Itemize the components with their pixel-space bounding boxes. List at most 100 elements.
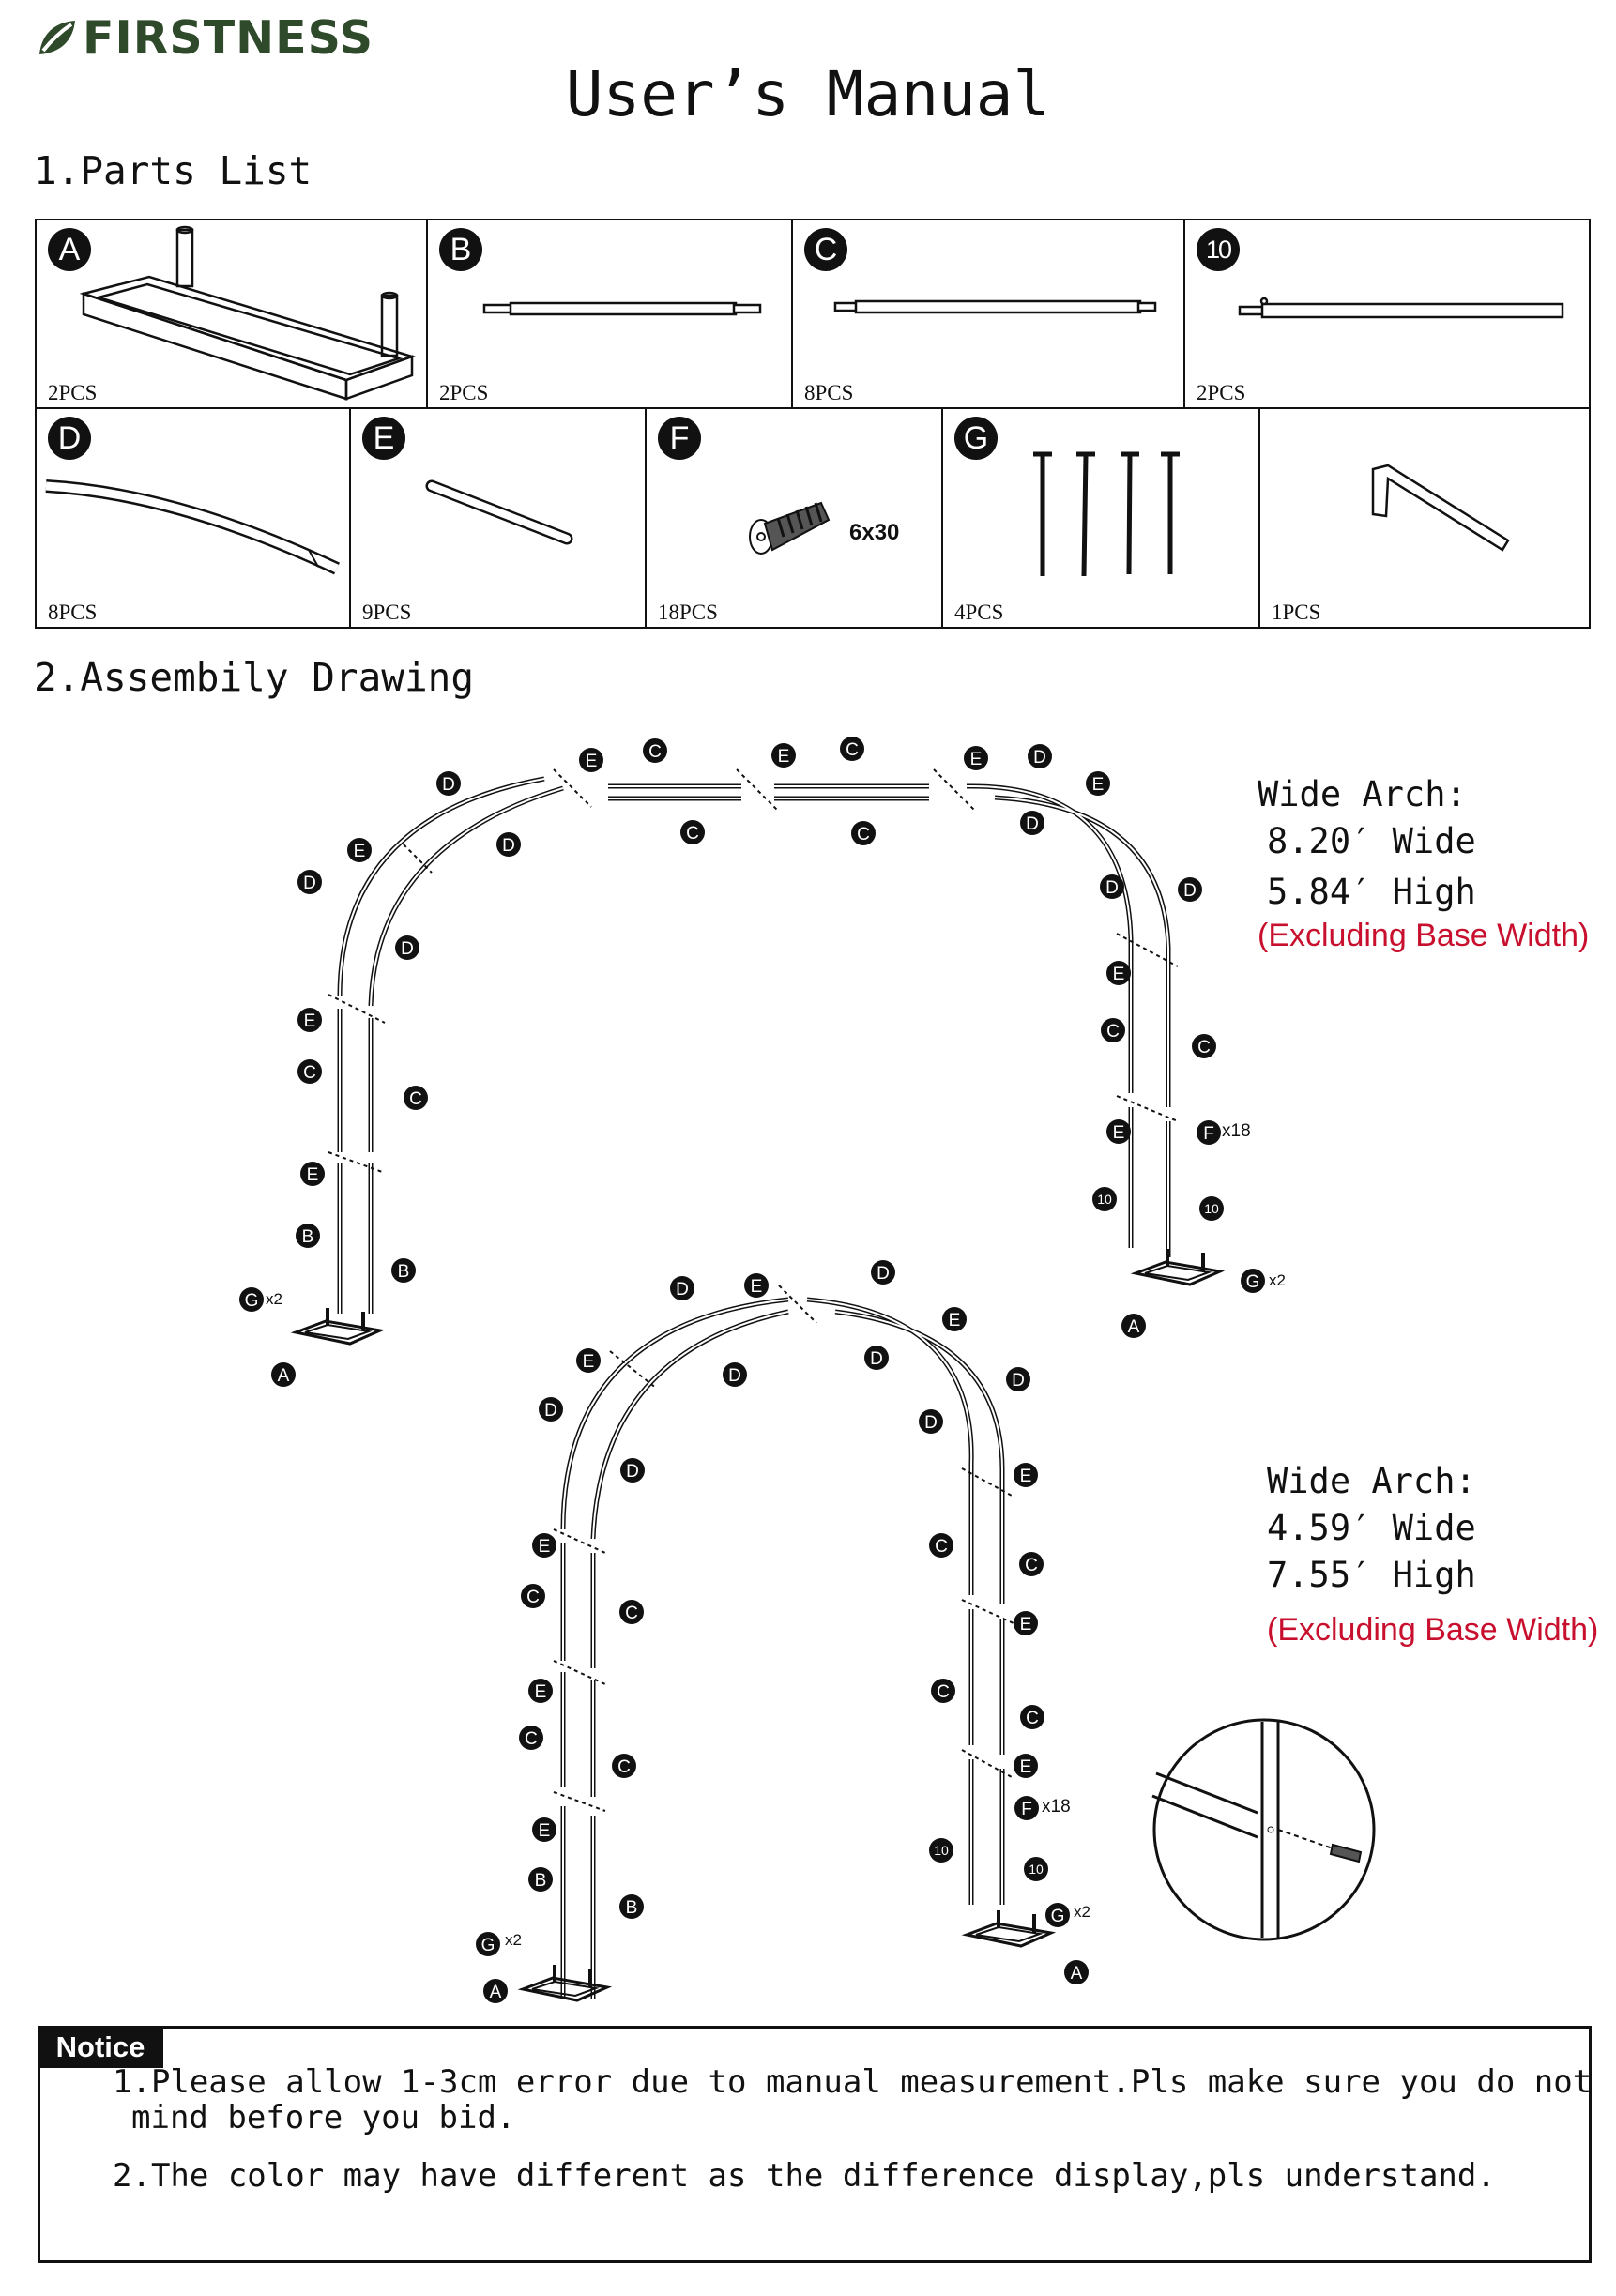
callout-badge-10: 10 bbox=[1024, 1857, 1048, 1881]
callout-badge-e: E bbox=[300, 1162, 325, 1186]
callout-badge-c: C bbox=[931, 1679, 955, 1703]
svg-text:D: D bbox=[303, 874, 316, 893]
svg-text:C: C bbox=[935, 1537, 948, 1557]
svg-text:C: C bbox=[1025, 1556, 1038, 1575]
svg-text:D: D bbox=[1012, 1371, 1025, 1391]
callout-badge-d: D bbox=[723, 1362, 747, 1387]
callout-badge-d: D bbox=[670, 1276, 694, 1300]
parts-list-heading: 1.Parts List bbox=[34, 148, 313, 193]
svg-text:E: E bbox=[1020, 1467, 1032, 1486]
part-quantity: 2PCS bbox=[439, 381, 489, 404]
callout-badge-e: E bbox=[532, 1533, 556, 1558]
notice-text: 1.Please allow 1-3cm error due to manual… bbox=[113, 2063, 1593, 2101]
svg-text:E: E bbox=[307, 1165, 319, 1185]
callout-badge-c: C bbox=[404, 1086, 428, 1110]
callout-badge-d: D bbox=[1100, 874, 1124, 899]
svg-text:E: E bbox=[1020, 1757, 1032, 1777]
part-quantity: 1PCS bbox=[1272, 601, 1321, 624]
callout-badge-c: C bbox=[851, 821, 876, 845]
svg-text:B: B bbox=[535, 1871, 547, 1891]
callout-badge-e: E bbox=[528, 1679, 553, 1703]
spec-width: 8.20′ Wide bbox=[1267, 821, 1476, 861]
part-label-badge: F bbox=[658, 417, 701, 460]
callout-badge-g: G bbox=[1241, 1269, 1265, 1293]
callout-badge-c: C bbox=[297, 1059, 322, 1084]
connector-tube-icon bbox=[425, 479, 573, 545]
connection-detail-view bbox=[1151, 1718, 1376, 1941]
svg-text:D: D bbox=[1183, 881, 1197, 901]
svg-text:C: C bbox=[857, 825, 870, 844]
notice-tag: Notice bbox=[38, 2026, 163, 2068]
tall-arch-drawing bbox=[560, 1297, 1005, 1999]
part-label-badge: B bbox=[439, 228, 482, 271]
callout-badge-d: D bbox=[395, 935, 419, 960]
callout-badge-10: 10 bbox=[929, 1838, 953, 1863]
callout-badge-a: A bbox=[483, 1979, 508, 2003]
part-quantity: 9PCS bbox=[362, 601, 412, 624]
callout-badge-d: D bbox=[864, 1346, 889, 1370]
svg-text:10: 10 bbox=[1029, 1862, 1044, 1877]
part-label-badge: G bbox=[954, 417, 998, 460]
callout-badge-b: B bbox=[528, 1867, 553, 1892]
stake-multiplier-label: x2 bbox=[1074, 1903, 1090, 1921]
part-quantity: 8PCS bbox=[48, 601, 98, 624]
svg-text:C: C bbox=[846, 740, 859, 760]
callout-badge-e: E bbox=[532, 1817, 556, 1842]
callout-badge-e: E bbox=[579, 748, 603, 772]
svg-text:10: 10 bbox=[1097, 1192, 1112, 1207]
svg-text:E: E bbox=[1113, 965, 1125, 984]
callout-badge-c: C bbox=[612, 1754, 636, 1778]
callout-badge-d: D bbox=[871, 1260, 895, 1285]
svg-text:D: D bbox=[544, 1401, 557, 1421]
callout-badge-g: G bbox=[239, 1287, 264, 1312]
curved-tube-icon bbox=[45, 479, 340, 575]
brand-name: FIRSTNESS bbox=[83, 10, 374, 65]
svg-text:E: E bbox=[751, 1277, 763, 1297]
svg-text:D: D bbox=[728, 1366, 741, 1386]
callout-badge-f: F bbox=[1197, 1120, 1221, 1145]
callout-badge-a: A bbox=[1064, 1960, 1089, 1984]
spec-note: (Excluding Base Width) bbox=[1267, 1612, 1599, 1648]
svg-text:A: A bbox=[1128, 1317, 1140, 1337]
svg-text:C: C bbox=[526, 1588, 540, 1607]
allen-key-icon bbox=[1371, 464, 1510, 552]
callout-badge-d: D bbox=[1178, 877, 1202, 902]
wide-arch-drawing bbox=[328, 768, 1179, 1314]
callout-badge-10: 10 bbox=[1199, 1196, 1224, 1221]
svg-text:B: B bbox=[398, 1262, 410, 1282]
svg-text:A: A bbox=[278, 1366, 290, 1386]
tall-arch-spec: Wide Arch: 4.59′ Wide 7.55′ High (Exclud… bbox=[1267, 1458, 1598, 1653]
callout-badge-d: D bbox=[1006, 1367, 1030, 1391]
callout-badge-e: E bbox=[297, 1008, 322, 1032]
svg-text:E: E bbox=[535, 1682, 547, 1702]
callout-badge-a: A bbox=[1121, 1314, 1146, 1338]
callout-badge-c: C bbox=[643, 738, 667, 763]
callout-badge-c: C bbox=[680, 820, 705, 844]
callout-badge-e: E bbox=[1014, 1463, 1038, 1487]
spec-title: Wide Arch: bbox=[1258, 774, 1467, 814]
callout-badge-e: E bbox=[942, 1307, 967, 1331]
svg-text:D: D bbox=[502, 836, 515, 856]
svg-text:B: B bbox=[626, 1898, 638, 1918]
svg-text:D: D bbox=[626, 1462, 639, 1482]
notice-item-1: 1.Please allow 1-3cm error due to manual… bbox=[113, 2064, 1592, 2136]
svg-text:E: E bbox=[583, 1352, 595, 1372]
svg-text:10: 10 bbox=[1204, 1201, 1219, 1216]
svg-text:D: D bbox=[1105, 878, 1119, 898]
svg-text:G: G bbox=[1246, 1272, 1260, 1292]
svg-text:C: C bbox=[617, 1757, 631, 1777]
callout-badge-c: C bbox=[519, 1726, 543, 1750]
callout-badge-a: A bbox=[271, 1362, 296, 1387]
part-cell-a: A 2PCS bbox=[35, 219, 428, 409]
svg-text:D: D bbox=[1033, 748, 1046, 768]
part-quantity: 18PCS bbox=[658, 601, 718, 624]
svg-text:F: F bbox=[1203, 1124, 1214, 1144]
svg-text:C: C bbox=[1197, 1038, 1211, 1057]
callout-badge-f: F bbox=[1014, 1796, 1039, 1820]
svg-text:C: C bbox=[303, 1063, 316, 1083]
svg-text:E: E bbox=[539, 1537, 551, 1557]
svg-text:10: 10 bbox=[934, 1843, 949, 1858]
svg-text:C: C bbox=[625, 1604, 638, 1623]
part-cell-10: 10 2PCS bbox=[1183, 219, 1591, 409]
svg-text:E: E bbox=[970, 750, 983, 769]
